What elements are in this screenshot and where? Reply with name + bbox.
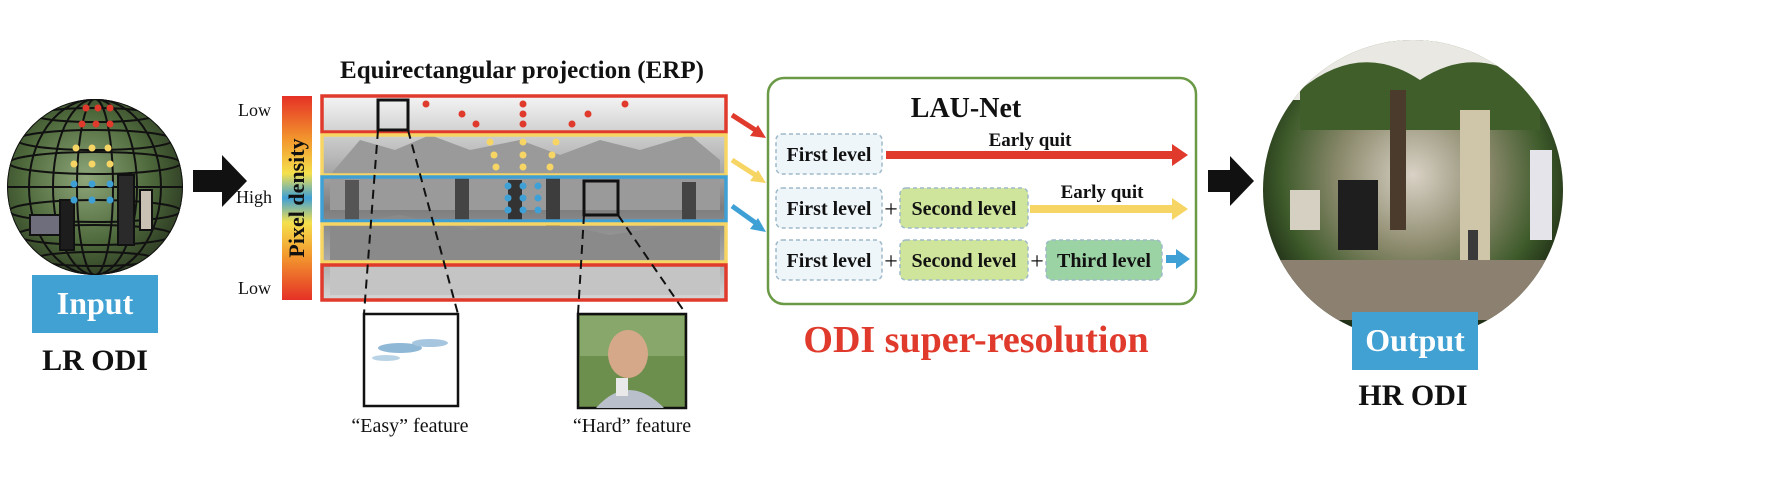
input-density-dots	[70, 104, 114, 204]
row2-arrowhead	[1172, 198, 1188, 220]
row1-early-quit-label: Early quit	[989, 130, 1073, 151]
pixel-density-label: Pixel density	[284, 138, 309, 257]
input-badge-label: Input	[57, 285, 134, 321]
pixel-density-bar	[282, 96, 312, 300]
row1-arrowhead	[1172, 144, 1188, 166]
input-globe	[7, 99, 183, 275]
erp-title: Equirectangular projection (ERP)	[340, 57, 704, 84]
row3-plus-2: +	[1030, 249, 1044, 275]
row2-plus: +	[884, 197, 898, 223]
density-tick-low-top: Low	[238, 100, 271, 120]
hard-feature-thumbnail	[576, 312, 688, 410]
row3-arrowhead	[1176, 249, 1190, 269]
input-badge	[32, 275, 158, 333]
row2-first-level-label: First level	[787, 198, 872, 220]
row2-early-quit-arrow	[1030, 205, 1172, 213]
headline: ODI super-resolution	[803, 319, 1148, 361]
row2-early-quit-label: Early quit	[1061, 182, 1145, 203]
row3-third-level	[1045, 239, 1163, 281]
row2-first-level	[775, 187, 883, 229]
black-arrow-icon	[1208, 156, 1254, 206]
hard-feature-selection	[582, 179, 620, 217]
output-badge-label: Output	[1365, 322, 1465, 358]
row1-first-level-label: First level	[787, 144, 872, 166]
row3-third-level-label: Third level	[1057, 250, 1151, 272]
density-tick-low-bottom: Low	[238, 278, 271, 298]
erp-band-upper-yellow	[320, 133, 728, 177]
density-tick-high: High	[236, 187, 272, 207]
row3-second-level-label: Second level	[912, 250, 1017, 272]
output-badge	[1352, 312, 1478, 370]
row3-plus-1: +	[884, 249, 898, 275]
row3-first-level	[775, 239, 883, 281]
input-caption: LR ODI	[42, 344, 148, 377]
easy-feature-caption: “Easy” feature	[351, 415, 468, 437]
lau-net-title: LAU-Net	[911, 93, 1022, 124]
row2-second-level	[899, 187, 1029, 229]
black-arrow-icon	[193, 155, 247, 207]
band-connector-arrows	[730, 112, 766, 232]
erp-density-dots	[422, 100, 629, 214]
easy-feature-selection	[376, 98, 410, 132]
hard-feature-caption: “Hard” feature	[573, 415, 691, 437]
erp-band-middle-blue	[320, 175, 728, 223]
zoom-guide-lines	[363, 129, 687, 315]
row3-first-level-label: First level	[787, 250, 872, 272]
row2-second-level-label: Second level	[912, 198, 1017, 220]
erp-band-lower-yellow	[320, 222, 728, 264]
output-caption: HR ODI	[1358, 379, 1467, 412]
row1-first-level	[775, 133, 883, 175]
row1-early-quit-arrow	[886, 151, 1172, 159]
row3-output-arrow	[1166, 255, 1176, 263]
erp-band-top-red	[320, 94, 728, 134]
erp-band-bottom-red	[320, 263, 728, 302]
output-globe	[1263, 40, 1563, 340]
row3-second-level	[899, 239, 1029, 281]
easy-feature-thumbnail	[362, 312, 460, 408]
